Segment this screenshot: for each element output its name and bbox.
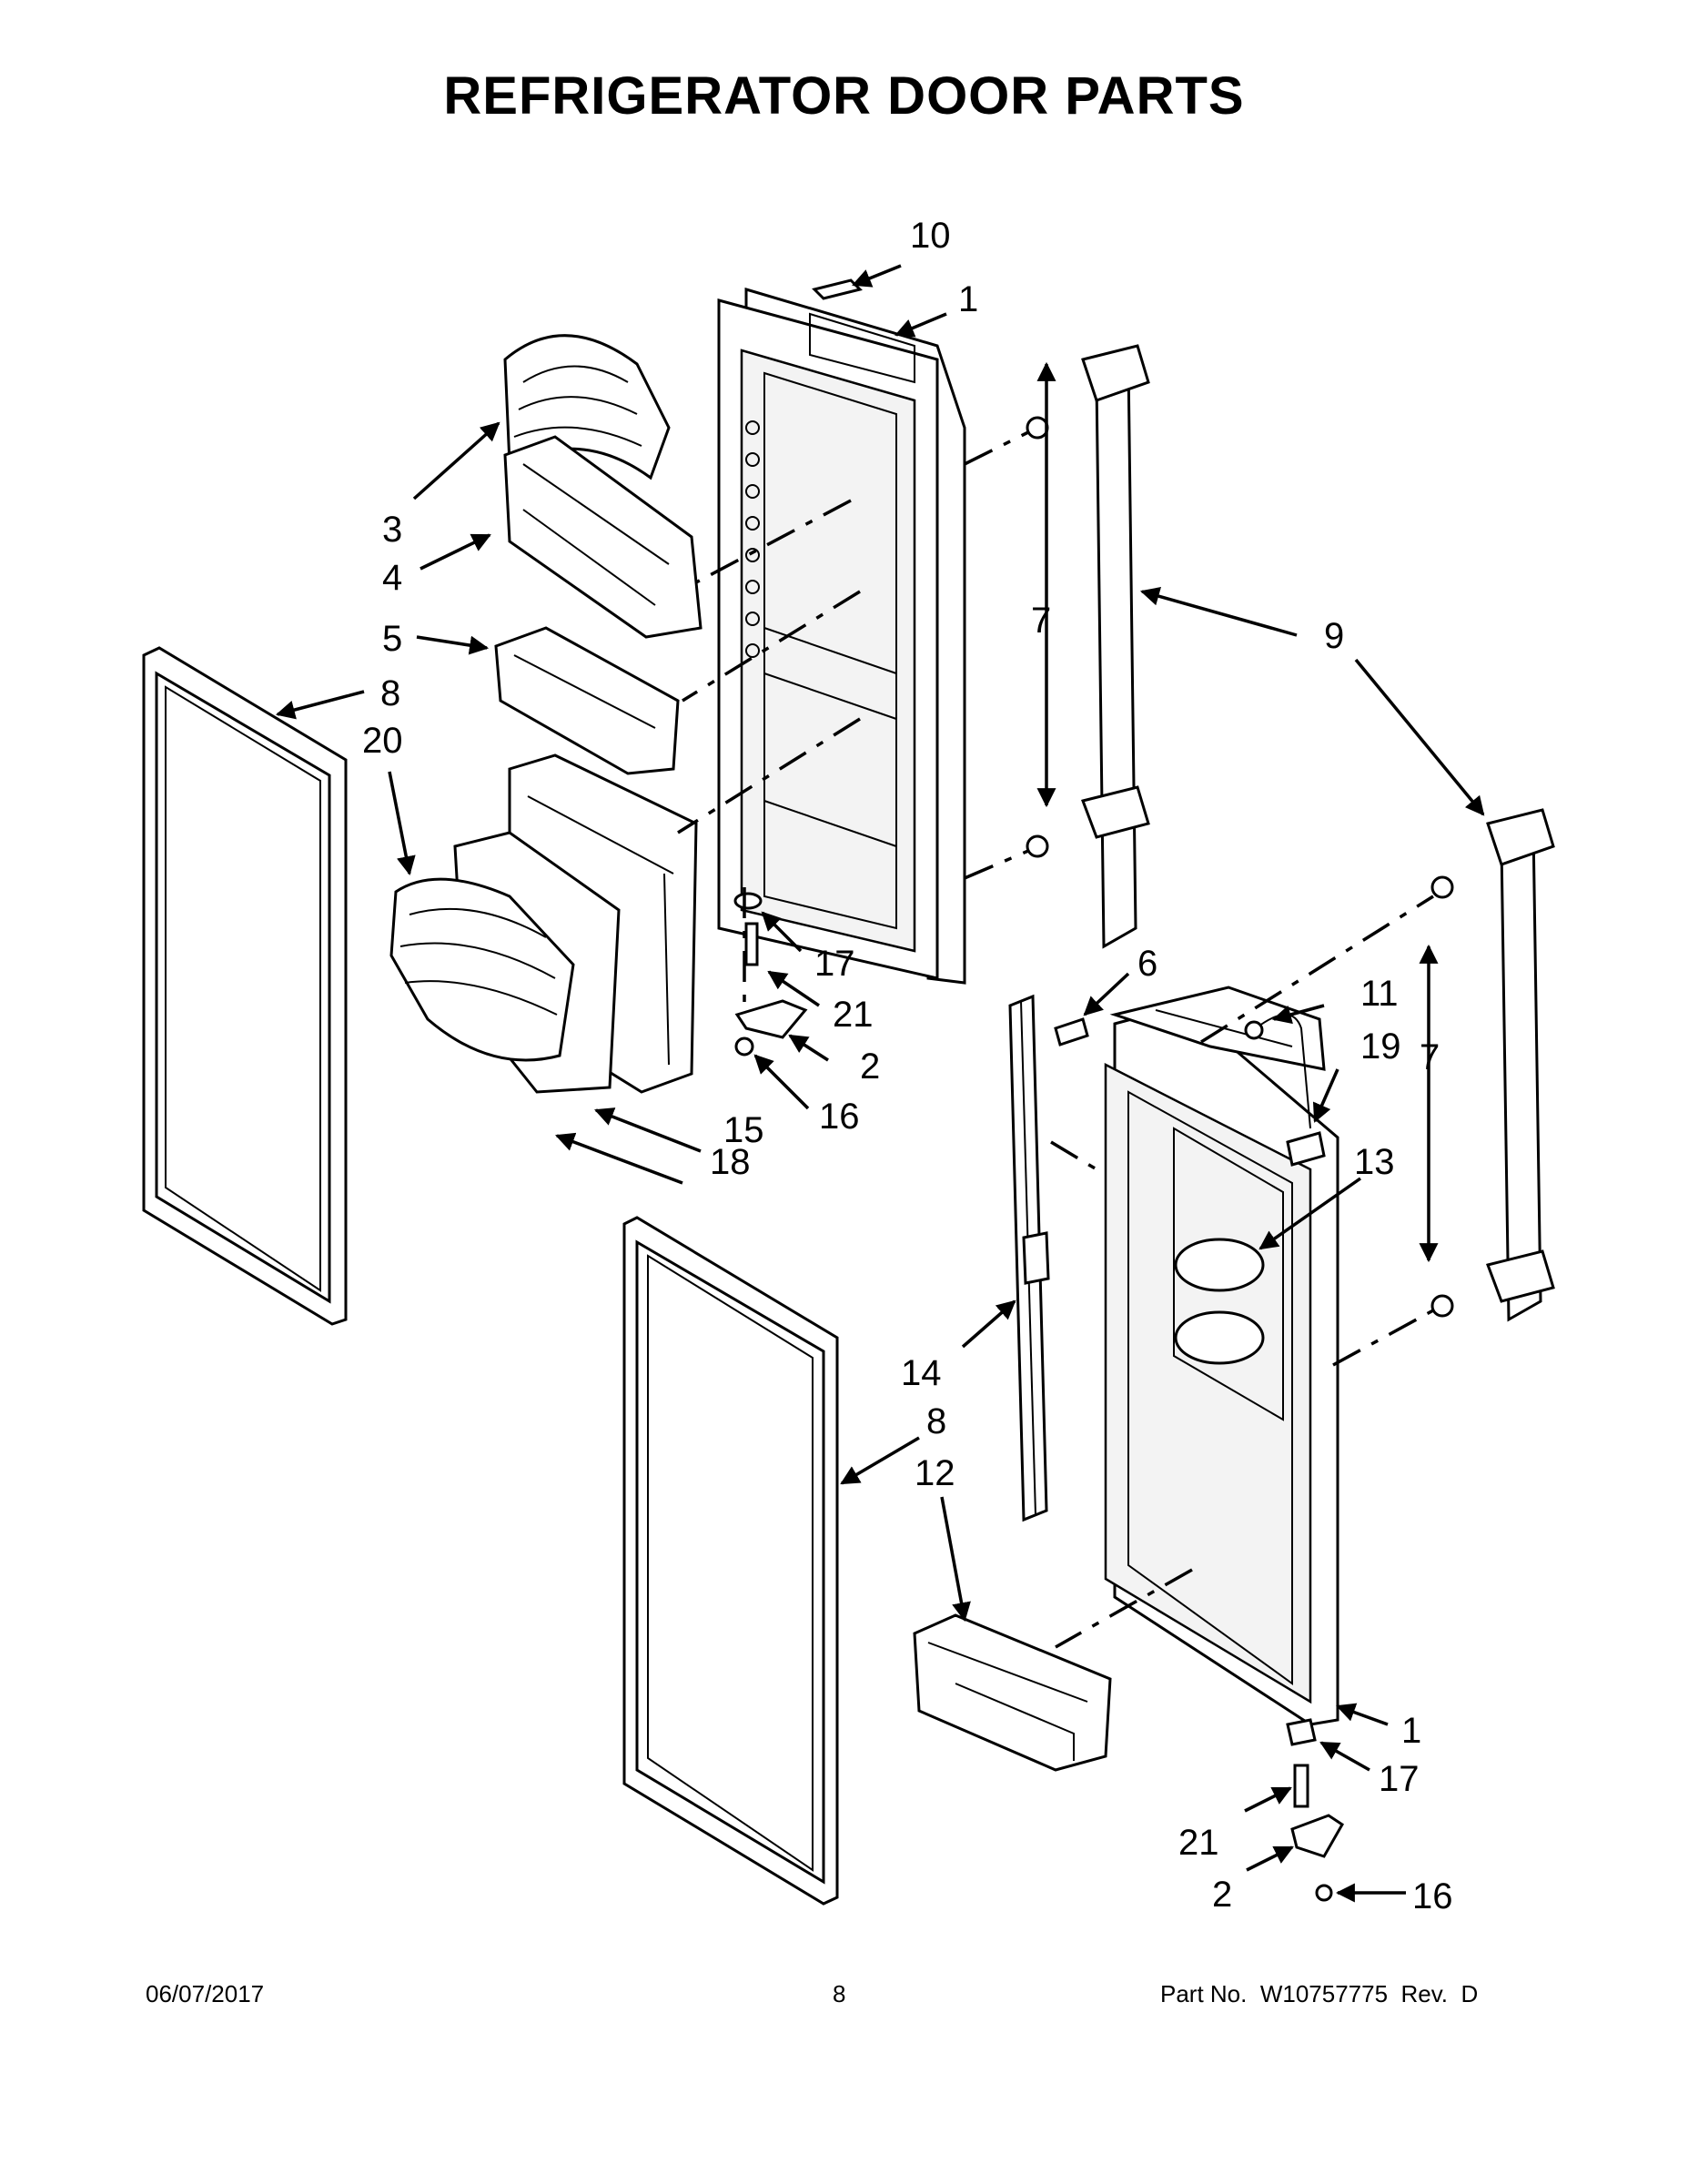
footer-date: 06/07/2017 [146, 1980, 265, 2007]
assembly-line [1332, 1309, 1434, 1367]
callout-9: 9 [1324, 616, 1344, 656]
callout-8: 8 [926, 1401, 946, 1441]
lower-hinge-hardware [1286, 1718, 1344, 1902]
callout-15: 15 [723, 1110, 764, 1150]
callout-1: 1 [958, 279, 978, 319]
callout-7: 7 [1031, 601, 1051, 641]
leader-lines [275, 264, 1485, 1903]
callout-16: 16 [819, 1097, 860, 1137]
callout-19: 19 [1360, 1026, 1401, 1067]
door-bin-clips [745, 420, 760, 658]
left-door-liner [717, 287, 966, 985]
assembly-line [1055, 1568, 1193, 1649]
assembly-line [1050, 1140, 1097, 1171]
callout-2: 2 [1212, 1875, 1232, 1915]
callout-12: 12 [915, 1453, 955, 1493]
shallow-bin-part-5 [494, 626, 680, 775]
upper-handle [1026, 344, 1150, 949]
callout-21: 21 [833, 995, 874, 1035]
callout-16: 16 [1412, 1876, 1453, 1916]
screw-part-6 [1054, 1017, 1089, 1046]
right-door-liner [1104, 986, 1339, 1726]
vertical-trim-part-14 [1008, 994, 1050, 1522]
lower-handle [1430, 808, 1555, 1322]
assembly-line [695, 499, 852, 584]
callout-1: 1 [1401, 1711, 1421, 1751]
ice-cover-part-20 [389, 877, 575, 1062]
callout-21: 21 [1178, 1823, 1219, 1863]
callout-5: 5 [382, 619, 402, 659]
left-door-gasket [142, 646, 348, 1326]
callout-17: 17 [814, 944, 855, 984]
callout-3: 3 [382, 510, 402, 550]
callout-20: 20 [362, 721, 403, 761]
cap-part-10 [812, 278, 863, 300]
upper-hinge-hardware [733, 892, 808, 1057]
door-bin-part-4 [503, 435, 702, 639]
callout-18: 18 [710, 1142, 751, 1182]
callout-17: 17 [1379, 1759, 1420, 1799]
callout-13: 13 [1354, 1142, 1395, 1182]
assembly-line [964, 849, 1029, 880]
assembly-line [682, 590, 861, 703]
assembly-line [964, 430, 1029, 466]
callout-10: 10 [910, 216, 951, 256]
callout-8: 8 [380, 673, 400, 713]
callout-7: 7 [1420, 1037, 1440, 1077]
assembly-line [1200, 895, 1434, 1044]
callout-4: 4 [382, 558, 402, 598]
callout-11: 11 [1360, 974, 1399, 1014]
footer-page-number: 8 [833, 1980, 846, 2007]
footer-part-number: Part No. W10757775 Rev. D [1160, 1980, 1479, 2007]
callout-2: 2 [860, 1046, 880, 1087]
door-bin-part-12 [913, 1613, 1112, 1772]
page-title: REFRIGERATOR DOOR PARTS [443, 66, 1245, 126]
callout-6: 6 [1137, 944, 1157, 984]
callout-14: 14 [901, 1353, 942, 1393]
right-door-gasket [622, 1216, 839, 1906]
